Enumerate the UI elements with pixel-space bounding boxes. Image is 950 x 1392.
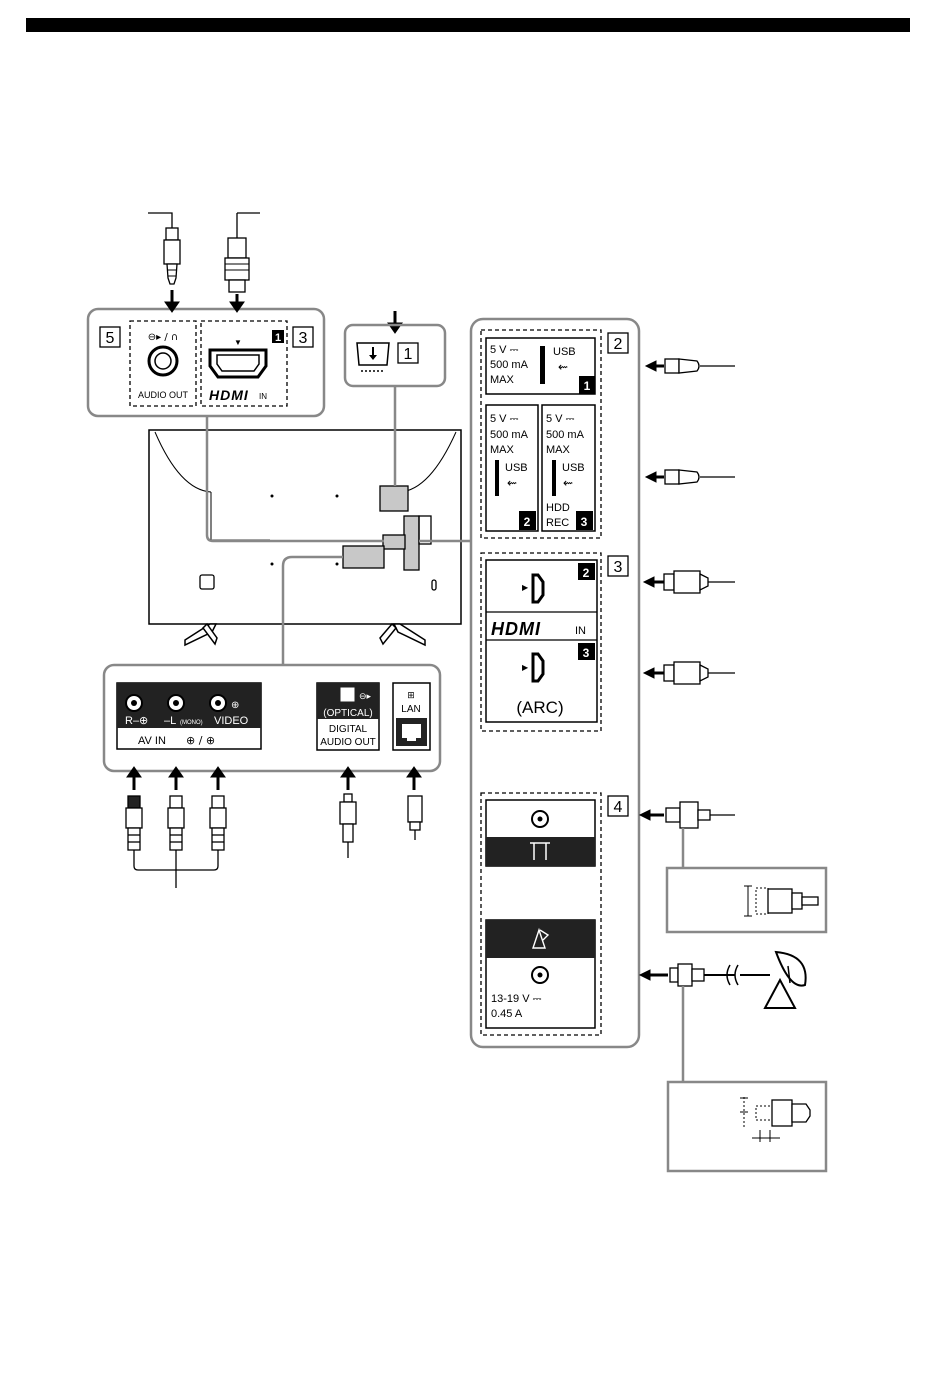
- usb3-num: 3: [581, 515, 588, 529]
- av-in-label: AV IN: [138, 735, 166, 747]
- lan-icon: ⊞: [407, 691, 415, 701]
- usb2-num: 2: [524, 515, 531, 529]
- av-video-label: VIDEO: [214, 715, 249, 727]
- sat-voltage: 13-19 V ⎓: [491, 993, 542, 1005]
- hdmi3-port[interactable]: [533, 654, 543, 681]
- usb3-hdd: HDD: [546, 502, 570, 514]
- hdmi2-num: 2: [583, 566, 590, 580]
- optical-label: (OPTICAL): [323, 708, 372, 719]
- tv-port-area-1: [380, 486, 408, 511]
- service-port-box: 1: [345, 325, 445, 386]
- hdmi2-port[interactable]: [533, 575, 543, 602]
- usb1-icon: ⇜: [558, 360, 568, 374]
- usb1-usb-label: USB: [553, 346, 576, 358]
- usb1-max: MAX: [490, 374, 515, 386]
- usb3-max: MAX: [546, 444, 571, 456]
- tv-port-area-2: [404, 516, 419, 570]
- hdmi1-badge-label: 1: [275, 332, 281, 344]
- bottom-cables: [126, 794, 422, 888]
- audio-out-label: AUDIO OUT: [138, 390, 189, 400]
- bottom-panel: ⊕ R–⊕ –L (MONO) VIDEO AV IN ⊕ / ⊕ ⊖▸ (OP…: [104, 665, 440, 771]
- usb2-current: 500 mA: [490, 429, 529, 441]
- tv-back: [149, 430, 461, 645]
- usb3-icon: ⇜: [563, 476, 573, 490]
- usb3-current: 500 mA: [546, 429, 585, 441]
- hdmi-right-in: IN: [575, 625, 586, 637]
- badge-3b-label: 3: [614, 559, 623, 576]
- usb2-max: MAX: [490, 444, 515, 456]
- av-l-label: –L: [164, 715, 176, 727]
- tv-port-area-3: [383, 535, 405, 549]
- usb2-icon: ⇜: [507, 476, 517, 490]
- optical-out-icon: ⊖▸: [359, 691, 372, 701]
- badge-1-label: 1: [404, 346, 413, 363]
- badge-4-label: 4: [614, 799, 623, 816]
- usb2-voltage: 5 V ⎓: [490, 413, 519, 425]
- digital-audio-out-label: AUDIO OUT: [320, 737, 376, 748]
- sat-current: 0.45 A: [491, 1008, 523, 1020]
- usb2-usb-label: USB: [505, 462, 528, 474]
- badge-5-label: 5: [106, 330, 115, 347]
- header-bar: [26, 18, 910, 32]
- hdmi1-port[interactable]: [210, 350, 266, 377]
- usb1-voltage: 5 V ⎓: [490, 344, 519, 356]
- hdmi-right-logo: HDMI: [491, 619, 541, 639]
- usb3-usb-label: USB: [562, 462, 585, 474]
- right-panel: 2 5 V ⎓ 500 mA MAX USB ⇜ 1 5 V ⎓ 500 mA …: [471, 319, 639, 1047]
- hdmi3-arc: (ARC): [516, 698, 563, 717]
- usb1-current: 500 mA: [490, 359, 529, 371]
- video-in-icon: ⊕: [231, 700, 239, 711]
- usb1-num: 1: [584, 379, 591, 393]
- hdmi3-arrow: ▶: [522, 663, 529, 672]
- top-cables: [148, 213, 260, 292]
- badge-3-label: 3: [299, 330, 308, 347]
- hdmi1-logo: HDMI: [209, 387, 249, 403]
- hdmi1-arrow: ▼: [234, 338, 242, 347]
- usb3-rec: REC: [546, 517, 569, 529]
- av-symbols: ⊕ / ⊕: [186, 734, 215, 747]
- av-r-label: R–⊕: [125, 715, 148, 727]
- optical-port[interactable]: [341, 688, 354, 701]
- digital-label: DIGITAL: [329, 724, 368, 735]
- lan-label: LAN: [401, 704, 420, 715]
- audio-icon-text: ⊖▸ / ∩: [148, 332, 178, 343]
- detail-callouts: [667, 828, 826, 1171]
- hdmi1-in-label: IN: [259, 392, 267, 401]
- hdmi3-num: 3: [583, 646, 590, 660]
- av-mono-label: (MONO): [180, 720, 203, 726]
- usb3-voltage: 5 V ⎓: [546, 413, 575, 425]
- badge-2-label: 2: [614, 336, 623, 353]
- hdmi2-arrow: ▶: [522, 583, 529, 592]
- top-left-panel: 5 3 ⊖▸ / ∩ AUDIO OUT ▼ 1 HDMI IN: [88, 309, 324, 416]
- tv-port-area-4: [343, 546, 384, 568]
